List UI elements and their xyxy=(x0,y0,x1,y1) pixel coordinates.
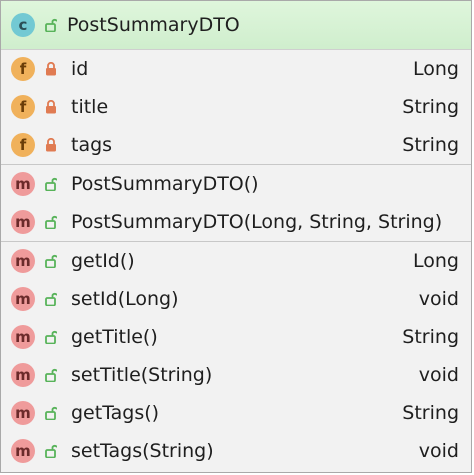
fields-section: f id Long f title String f t xyxy=(1,50,471,165)
method-icon: m xyxy=(11,249,35,273)
public-open-lock-icon xyxy=(45,254,57,268)
private-lock-icon xyxy=(46,62,56,76)
method-icon: m xyxy=(11,401,35,425)
method-icon: m xyxy=(11,287,35,311)
field-type: Long xyxy=(413,58,459,80)
field-name: id xyxy=(71,58,89,80)
method-signature: setTags(String) xyxy=(71,440,214,462)
field-row[interactable]: f tags String xyxy=(1,126,471,164)
class-icon: c xyxy=(11,13,35,37)
method-signature: getTags() xyxy=(71,402,160,424)
method-signature: setId(Long) xyxy=(71,288,179,310)
public-open-lock-icon xyxy=(45,18,57,32)
constructor-signature: PostSummaryDTO(Long, String, String) xyxy=(71,211,443,233)
private-lock-icon xyxy=(46,138,56,152)
method-row[interactable]: m getTags() String xyxy=(1,394,471,432)
field-icon: f xyxy=(11,95,35,119)
constructor-signature: PostSummaryDTO() xyxy=(71,173,259,195)
field-type: String xyxy=(402,96,459,118)
public-open-lock-icon xyxy=(45,406,57,420)
field-icon: f xyxy=(11,57,35,81)
methods-section: m getId() Long m setId(Long) void m xyxy=(1,242,471,470)
method-row[interactable]: m getTitle() String xyxy=(1,318,471,356)
public-open-lock-icon xyxy=(45,177,57,191)
method-row[interactable]: m setId(Long) void xyxy=(1,280,471,318)
field-name: tags xyxy=(71,134,113,156)
private-lock-icon xyxy=(46,100,56,114)
method-icon: m xyxy=(11,363,35,387)
field-icon: f xyxy=(11,133,35,157)
method-icon: m xyxy=(11,172,35,196)
method-icon: m xyxy=(11,325,35,349)
method-row[interactable]: m setTags(String) void xyxy=(1,432,471,470)
public-open-lock-icon xyxy=(45,444,57,458)
method-signature: getId() xyxy=(71,250,135,272)
class-header[interactable]: c PostSummaryDTO xyxy=(1,1,471,50)
field-row[interactable]: f id Long xyxy=(1,50,471,88)
method-return-type: Long xyxy=(413,250,459,272)
public-open-lock-icon xyxy=(45,292,57,306)
method-return-type: void xyxy=(418,364,459,386)
method-signature: setTitle(String) xyxy=(71,364,213,386)
constructor-row[interactable]: m PostSummaryDTO() xyxy=(1,165,471,203)
class-name: PostSummaryDTO xyxy=(67,14,240,36)
method-signature: getTitle() xyxy=(71,326,158,348)
method-row[interactable]: m getId() Long xyxy=(1,242,471,280)
field-name: title xyxy=(71,96,109,118)
public-open-lock-icon xyxy=(45,215,57,229)
public-open-lock-icon xyxy=(45,330,57,344)
constructor-row[interactable]: m PostSummaryDTO(Long, String, String) xyxy=(1,203,471,241)
method-icon: m xyxy=(11,210,35,234)
method-return-type: void xyxy=(418,288,459,310)
method-return-type: void xyxy=(418,440,459,462)
method-return-type: String xyxy=(402,402,459,424)
field-type: String xyxy=(402,134,459,156)
public-open-lock-icon xyxy=(45,368,57,382)
field-row[interactable]: f title String xyxy=(1,88,471,126)
constructors-section: m PostSummaryDTO() m PostSummaryDTO(Long… xyxy=(1,165,471,242)
method-icon: m xyxy=(11,439,35,463)
method-return-type: String xyxy=(402,326,459,348)
method-row[interactable]: m setTitle(String) void xyxy=(1,356,471,394)
